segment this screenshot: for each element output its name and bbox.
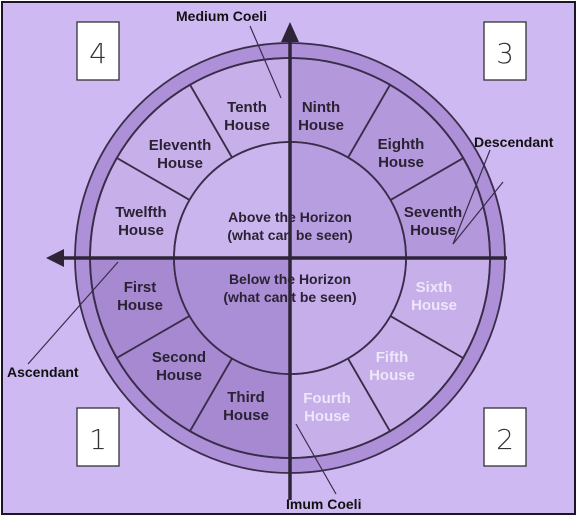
house-label-third-word: House xyxy=(223,407,269,424)
quadrant-number-3: 3 xyxy=(496,37,514,70)
house-label-tenth-word: House xyxy=(224,117,270,134)
quadrant-box-4: 4 xyxy=(76,21,120,81)
house-label-third-name: Third xyxy=(227,389,265,406)
ascendant-leader xyxy=(27,261,119,365)
quadrant-box-3: 3 xyxy=(483,21,527,81)
quadrant-box-1: 1 xyxy=(76,407,120,467)
imum-coeli-leader xyxy=(295,423,337,495)
medium-coeli-label: Medium Coeli xyxy=(176,8,267,24)
descendant-label: Descendant xyxy=(474,134,554,150)
descendant-leader-extension xyxy=(452,181,504,245)
house-label-ninth-name: Ninth xyxy=(302,99,340,116)
house-label-fourth-name: Fourth xyxy=(303,390,350,407)
center-quadrant-upper-left xyxy=(174,142,290,258)
quadrant-box-2: 2 xyxy=(483,407,527,467)
center-quadrant-upper-right xyxy=(290,142,406,258)
house-labels: FirstHouseSecondHouseThirdHouseFourthHou… xyxy=(115,99,462,425)
house-label-second-word: House xyxy=(156,367,202,384)
horizon-axis-arrowhead xyxy=(46,249,64,267)
house-label-ninth-word: House xyxy=(298,117,344,134)
house-label-seventh-word: House xyxy=(410,222,456,239)
house-sectors xyxy=(89,57,491,459)
house-label-sixth-name: Sixth xyxy=(416,279,453,296)
house-label-eleventh-name: Eleventh xyxy=(149,137,212,154)
house-label-first-name: First xyxy=(124,279,157,296)
meridian-axis-arrowhead xyxy=(281,22,299,42)
house-label-fifth-word: House xyxy=(369,367,415,384)
house-label-sixth-word: House xyxy=(411,297,457,314)
medium-coeli-leader xyxy=(249,25,282,99)
house-label-twelfth-name: Twelfth xyxy=(115,204,166,221)
center-quadrant-lower-left xyxy=(174,258,290,374)
house-label-twelfth-word: House xyxy=(118,222,164,239)
house-label-eighth-word: House xyxy=(378,154,424,171)
imum-coeli-label: Imum Coeli xyxy=(286,496,361,512)
center-quadrant-lower-right xyxy=(290,258,406,374)
house-label-first-word: House xyxy=(117,297,163,314)
house-label-tenth-name: Tenth xyxy=(227,99,267,116)
ascendant-label: Ascendant xyxy=(7,364,79,380)
descendant-leader xyxy=(452,149,491,245)
quadrant-number-1: 1 xyxy=(89,423,107,456)
quadrant-number-2: 2 xyxy=(496,423,514,456)
house-label-second-name: Second xyxy=(152,349,206,366)
house-label-eleventh-word: House xyxy=(157,155,203,172)
house-label-fifth-name: Fifth xyxy=(376,349,408,366)
house-label-seventh-name: Seventh xyxy=(404,204,462,221)
house-label-fourth-word: House xyxy=(304,408,350,425)
house-label-eighth-name: Eighth xyxy=(378,136,425,153)
quadrant-number-4: 4 xyxy=(89,37,107,70)
